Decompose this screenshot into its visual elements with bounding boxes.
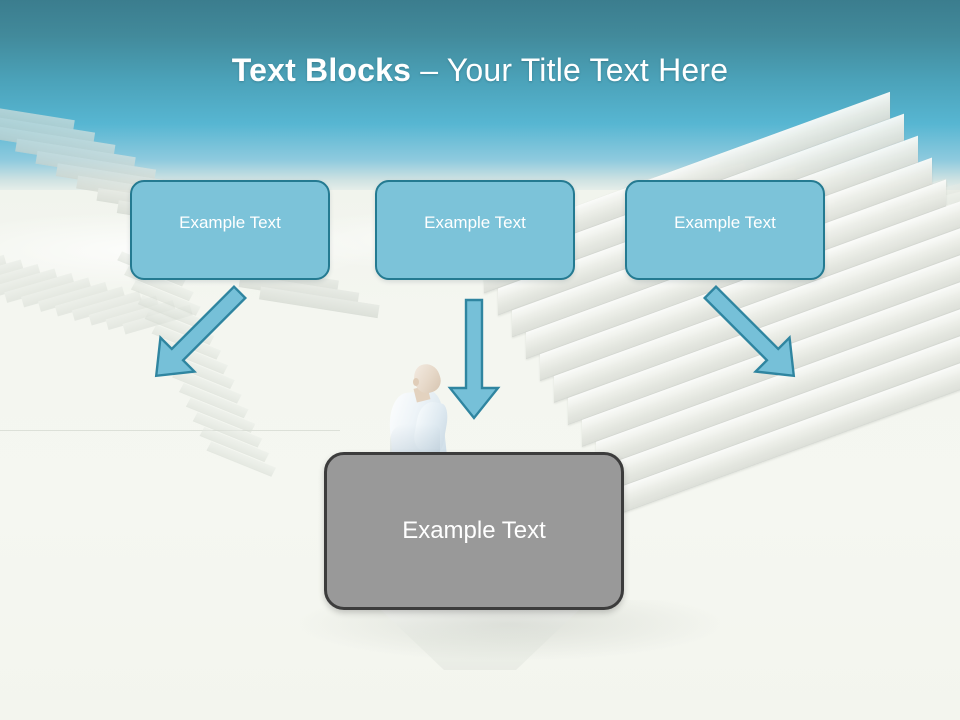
arrow-down-right-icon	[154, 284, 248, 378]
page-title: Text Blocks – Your Title Text Here	[0, 50, 960, 90]
floor-shadow	[300, 600, 720, 660]
stair-step	[122, 304, 193, 335]
text-block-1-label: Example Text	[179, 213, 281, 232]
businessman-ear	[413, 378, 419, 386]
stair-step	[71, 291, 143, 321]
stair-step	[0, 268, 58, 299]
stair-step	[0, 113, 96, 146]
stair-step	[909, 182, 960, 214]
stair-step	[833, 176, 924, 209]
stair-step	[130, 280, 201, 316]
horizon-line	[0, 430, 340, 431]
stair-step	[206, 441, 277, 477]
page-title-strong: Text Blocks	[231, 52, 412, 88]
stair-step	[0, 263, 41, 294]
stair-step	[199, 427, 270, 463]
stair-step	[0, 101, 75, 134]
text-block-1[interactable]: Example Text	[130, 180, 330, 280]
result-text-block[interactable]: Example Text	[324, 452, 624, 610]
stair-step	[0, 126, 116, 158]
text-block-2[interactable]: Example Text	[375, 180, 575, 280]
sky-gradient	[0, 0, 960, 200]
text-block-2-label: Example Text	[424, 213, 526, 232]
stair-step	[0, 259, 24, 290]
result-text-block-label: Example Text	[402, 517, 546, 544]
stair-step	[35, 150, 157, 183]
stair-step	[88, 295, 159, 326]
stair-step	[883, 180, 960, 213]
page-title-separator: –	[411, 52, 447, 88]
text-block-3-label: Example Text	[674, 213, 776, 232]
stair-step	[4, 272, 75, 303]
arrow-down-left-icon	[702, 284, 796, 378]
stair-step	[54, 286, 126, 317]
stair-step	[858, 178, 949, 211]
stair-step	[105, 300, 176, 330]
stair-step	[21, 277, 92, 308]
stair-step	[37, 282, 109, 312]
page-title-light: Your Title Text Here	[446, 52, 729, 88]
stair-step	[15, 138, 136, 171]
text-block-3[interactable]: Example Text	[625, 180, 825, 280]
arrow-down-icon	[447, 298, 501, 420]
stair-step	[0, 254, 7, 285]
